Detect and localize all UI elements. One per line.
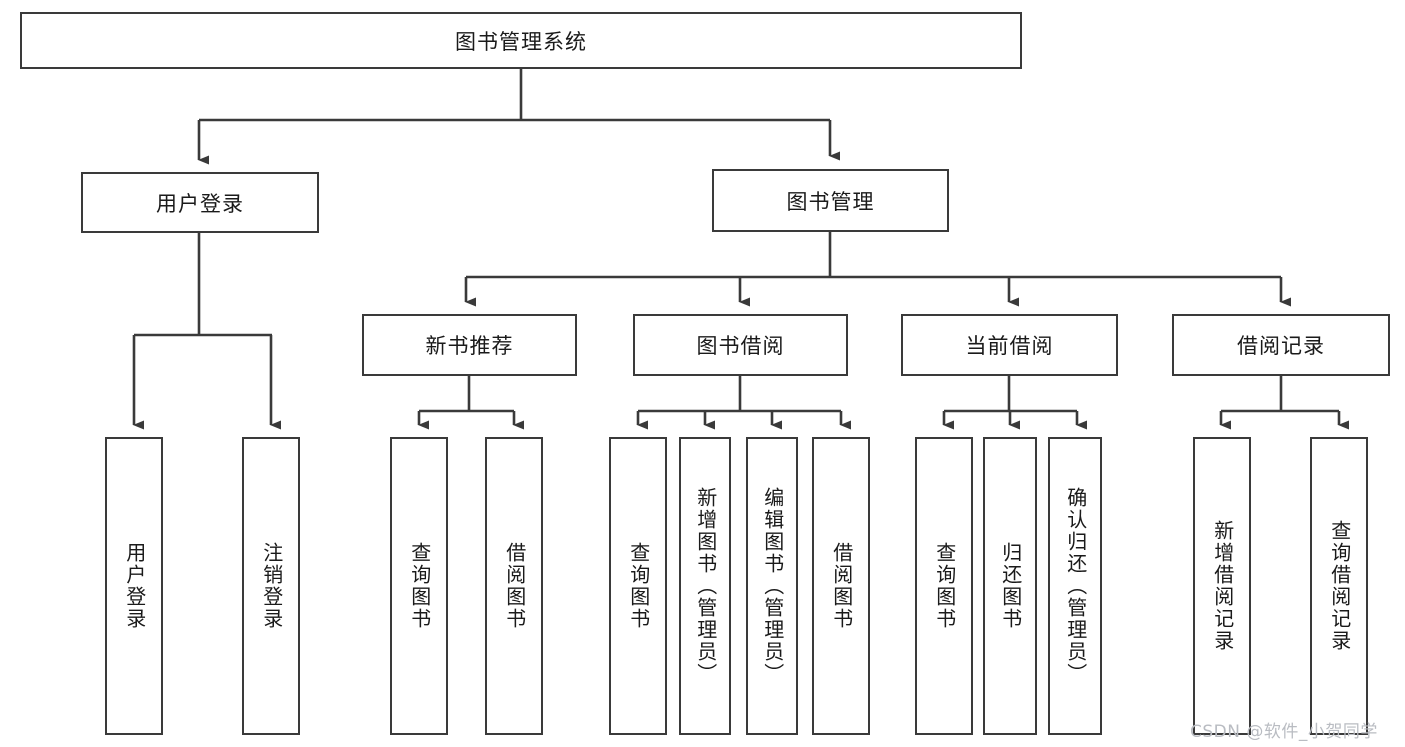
node-leaf-query-book-3-label: 查询图书 xyxy=(932,542,957,630)
node-leaf-query-book-1-label: 查询图书 xyxy=(407,542,432,630)
node-leaf-add-book-label: 新增图书（管理员） xyxy=(693,487,718,685)
node-leaf-return-book-label: 归还图书 xyxy=(998,542,1023,630)
node-root-label: 图书管理系统 xyxy=(455,29,587,54)
node-leaf-borrow-book-2-label: 借阅图书 xyxy=(829,542,854,630)
node-current-borrow[interactable]: 当前借阅 xyxy=(901,314,1118,376)
watermark-text: CSDN @软件_小贺同学 xyxy=(1190,722,1378,742)
node-leaf-return-book[interactable]: 归还图书 xyxy=(983,437,1037,735)
node-book-management[interactable]: 图书管理 xyxy=(712,169,949,232)
node-leaf-add-record[interactable]: 新增借阅记录 xyxy=(1193,437,1251,735)
node-leaf-logout-login-label: 注销登录 xyxy=(259,542,284,630)
node-current-borrow-label: 当前借阅 xyxy=(965,334,1054,358)
node-leaf-edit-book-label: 编辑图书（管理员） xyxy=(760,487,785,685)
node-leaf-query-book-3[interactable]: 查询图书 xyxy=(915,437,973,735)
node-new-book-recommend[interactable]: 新书推荐 xyxy=(362,314,577,376)
node-user-login[interactable]: 用户登录 xyxy=(81,172,319,233)
node-book-management-label: 图书管理 xyxy=(786,189,875,214)
node-leaf-confirm-return-label: 确认归还（管理员） xyxy=(1063,487,1088,685)
node-leaf-confirm-return[interactable]: 确认归还（管理员） xyxy=(1048,437,1102,735)
node-leaf-add-record-label: 新增借阅记录 xyxy=(1210,520,1235,652)
node-leaf-query-record-label: 查询借阅记录 xyxy=(1327,520,1352,652)
node-leaf-query-book-2[interactable]: 查询图书 xyxy=(609,437,667,735)
node-leaf-user-login-label: 用户登录 xyxy=(122,542,147,630)
node-leaf-edit-book[interactable]: 编辑图书（管理员） xyxy=(746,437,798,735)
node-leaf-query-record[interactable]: 查询借阅记录 xyxy=(1310,437,1368,735)
node-leaf-query-book-1[interactable]: 查询图书 xyxy=(390,437,448,735)
node-user-login-label: 用户登录 xyxy=(156,191,244,216)
node-new-book-recommend-label: 新书推荐 xyxy=(425,334,514,358)
node-leaf-user-login[interactable]: 用户登录 xyxy=(105,437,163,735)
node-leaf-logout-login[interactable]: 注销登录 xyxy=(242,437,300,735)
node-book-borrow[interactable]: 图书借阅 xyxy=(633,314,848,376)
node-borrow-record[interactable]: 借阅记录 xyxy=(1172,314,1390,376)
node-leaf-query-book-2-label: 查询图书 xyxy=(626,542,651,630)
node-leaf-borrow-book-2[interactable]: 借阅图书 xyxy=(812,437,870,735)
node-leaf-borrow-book-1[interactable]: 借阅图书 xyxy=(485,437,543,735)
node-leaf-add-book[interactable]: 新增图书（管理员） xyxy=(679,437,731,735)
node-root[interactable]: 图书管理系统 xyxy=(20,12,1022,69)
node-borrow-record-label: 借阅记录 xyxy=(1237,334,1325,358)
node-book-borrow-label: 图书借阅 xyxy=(696,334,785,358)
node-leaf-borrow-book-1-label: 借阅图书 xyxy=(502,542,527,630)
